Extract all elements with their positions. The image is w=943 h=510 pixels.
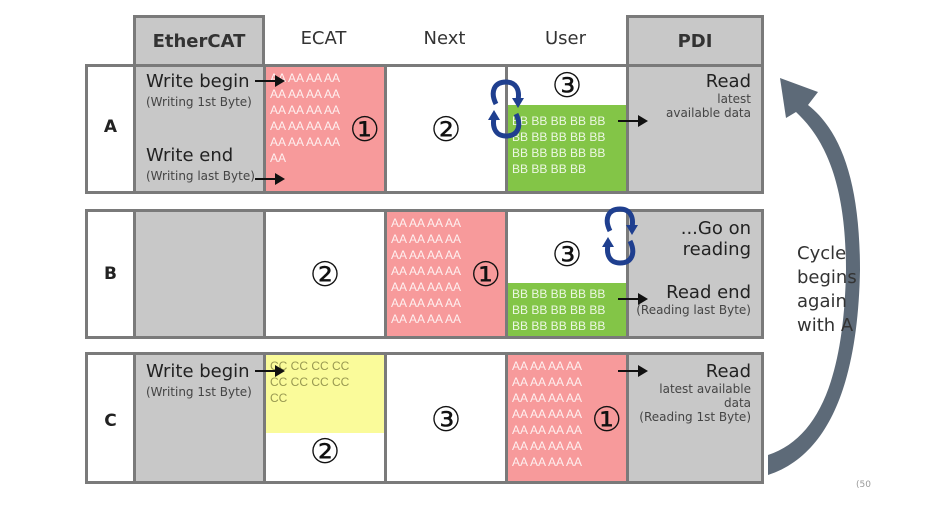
ecat-cell: ② (263, 212, 384, 336)
cycle-line: Cycle (797, 243, 847, 264)
row-label: A (103, 117, 118, 137)
buffer-number: ① (591, 400, 622, 440)
write-end-sub: (Writing last Byte) (146, 169, 255, 183)
arrow-icon (255, 173, 285, 185)
write-begin-sub: (Writing 1st Byte) (146, 95, 252, 109)
buffer-number: ② (430, 110, 462, 150)
arrow-icon (618, 365, 648, 377)
read-sub: available data (665, 106, 751, 120)
read-label: Read (705, 71, 751, 92)
arrow-icon (618, 293, 648, 305)
go-on-label: reading (682, 239, 751, 260)
write-end-label: Write end (146, 145, 234, 166)
read-sub: latest available (659, 382, 751, 396)
row-label: B (104, 264, 117, 284)
cycle-text: Cycle begins again with A (797, 242, 857, 338)
read-end-label: Read end (666, 282, 751, 303)
ethercat-cell: Write begin (Writing 1st Byte) Write end… (133, 67, 263, 191)
next-cell: AA AA AA AA AA AA AA AA AA AA AA AA AA A… (384, 212, 505, 336)
pdi-cell: Read latest available data (Reading 1st … (626, 355, 761, 481)
pdi-cell: Read latest available data (626, 67, 761, 191)
header-ethercat: EtherCAT (133, 15, 265, 67)
read-end-sub: (Reading last Byte) (636, 303, 751, 317)
read-label: Read (705, 361, 751, 382)
cycle-line: begins (797, 267, 857, 288)
buffer-data: BB BB BB BB BB BB BB BB BB BB BB BB BB B… (508, 283, 626, 336)
row-c: C Write begin (Writing 1st Byte) CC CC C… (85, 352, 764, 484)
page-number: (50 (856, 480, 871, 490)
arrow-icon (255, 75, 285, 87)
go-on-label: ...Go on (680, 218, 751, 239)
write-begin-label: Write begin (146, 71, 250, 92)
row-a: A Write begin (Writing 1st Byte) Write e… (85, 64, 764, 194)
header-pdi: PDI (626, 15, 764, 67)
buffer-data: AA AA AA AA AA AA AA AA AA AA AA AA AA A… (270, 71, 341, 165)
row-b: B ② AA AA AA AA AA AA AA AA AA AA AA AA … (85, 209, 764, 339)
ecat-cell: CC CC CC CC CC CC CC CC CC ② (263, 355, 384, 481)
user-cell: BB BB BB BB BB BB BB BB BB BB BB BB BB B… (505, 67, 626, 191)
arrow-icon (255, 365, 285, 377)
arrow-icon (618, 115, 648, 127)
buffer-number: ③ (551, 66, 583, 106)
buffer-data: AA AA AA AA AA AA AA AA AA AA AA AA AA A… (391, 216, 462, 326)
header-next: Next (423, 28, 466, 49)
cycle-line: with A (797, 315, 854, 336)
user-cell: AA AA AA AA AA AA AA AA AA AA AA AA AA A… (505, 355, 626, 481)
ethercat-cell (133, 212, 263, 336)
read-sub: data (723, 396, 751, 410)
header-ecat: ECAT (300, 28, 347, 49)
buffer-data: BB BB BB BB BB BB BB BB BB BB BB BB BB B… (508, 105, 626, 191)
read-sub: (Reading 1st Byte) (639, 410, 751, 424)
buffer-data: CC CC CC CC CC CC CC CC CC (266, 355, 384, 433)
user-cell: BB BB BB BB BB BB BB BB BB BB BB BB BB B… (505, 212, 626, 336)
ethercat-cell: Write begin (Writing 1st Byte) (133, 355, 263, 481)
next-cell: ③ (384, 355, 505, 481)
cycle-arrow-icon (768, 78, 860, 475)
buffer-data: AA AA AA AA AA AA AA AA AA AA AA AA AA A… (512, 359, 583, 469)
header-user: User (544, 28, 587, 49)
buffer-number: ① (349, 110, 380, 150)
cycle-line: again (797, 291, 847, 312)
row-label: C (104, 411, 117, 431)
read-sub: latest (717, 92, 751, 106)
buffer-number: ③ (430, 400, 462, 440)
write-begin-sub: (Writing 1st Byte) (146, 385, 252, 399)
buffer-number: ③ (551, 235, 583, 275)
write-begin-label: Write begin (146, 361, 250, 382)
buffer-number: ② (309, 432, 341, 472)
next-cell: ② (384, 67, 505, 191)
swap-arrows-icon (488, 79, 524, 139)
buffer-number: ② (309, 255, 341, 295)
buffer-number: ① (470, 255, 501, 295)
ecat-cell: AA AA AA AA AA AA AA AA AA AA AA AA AA A… (263, 67, 384, 191)
swap-arrows-icon (602, 206, 638, 266)
pdi-cell: ...Go on reading Read end (Reading last … (626, 212, 761, 336)
